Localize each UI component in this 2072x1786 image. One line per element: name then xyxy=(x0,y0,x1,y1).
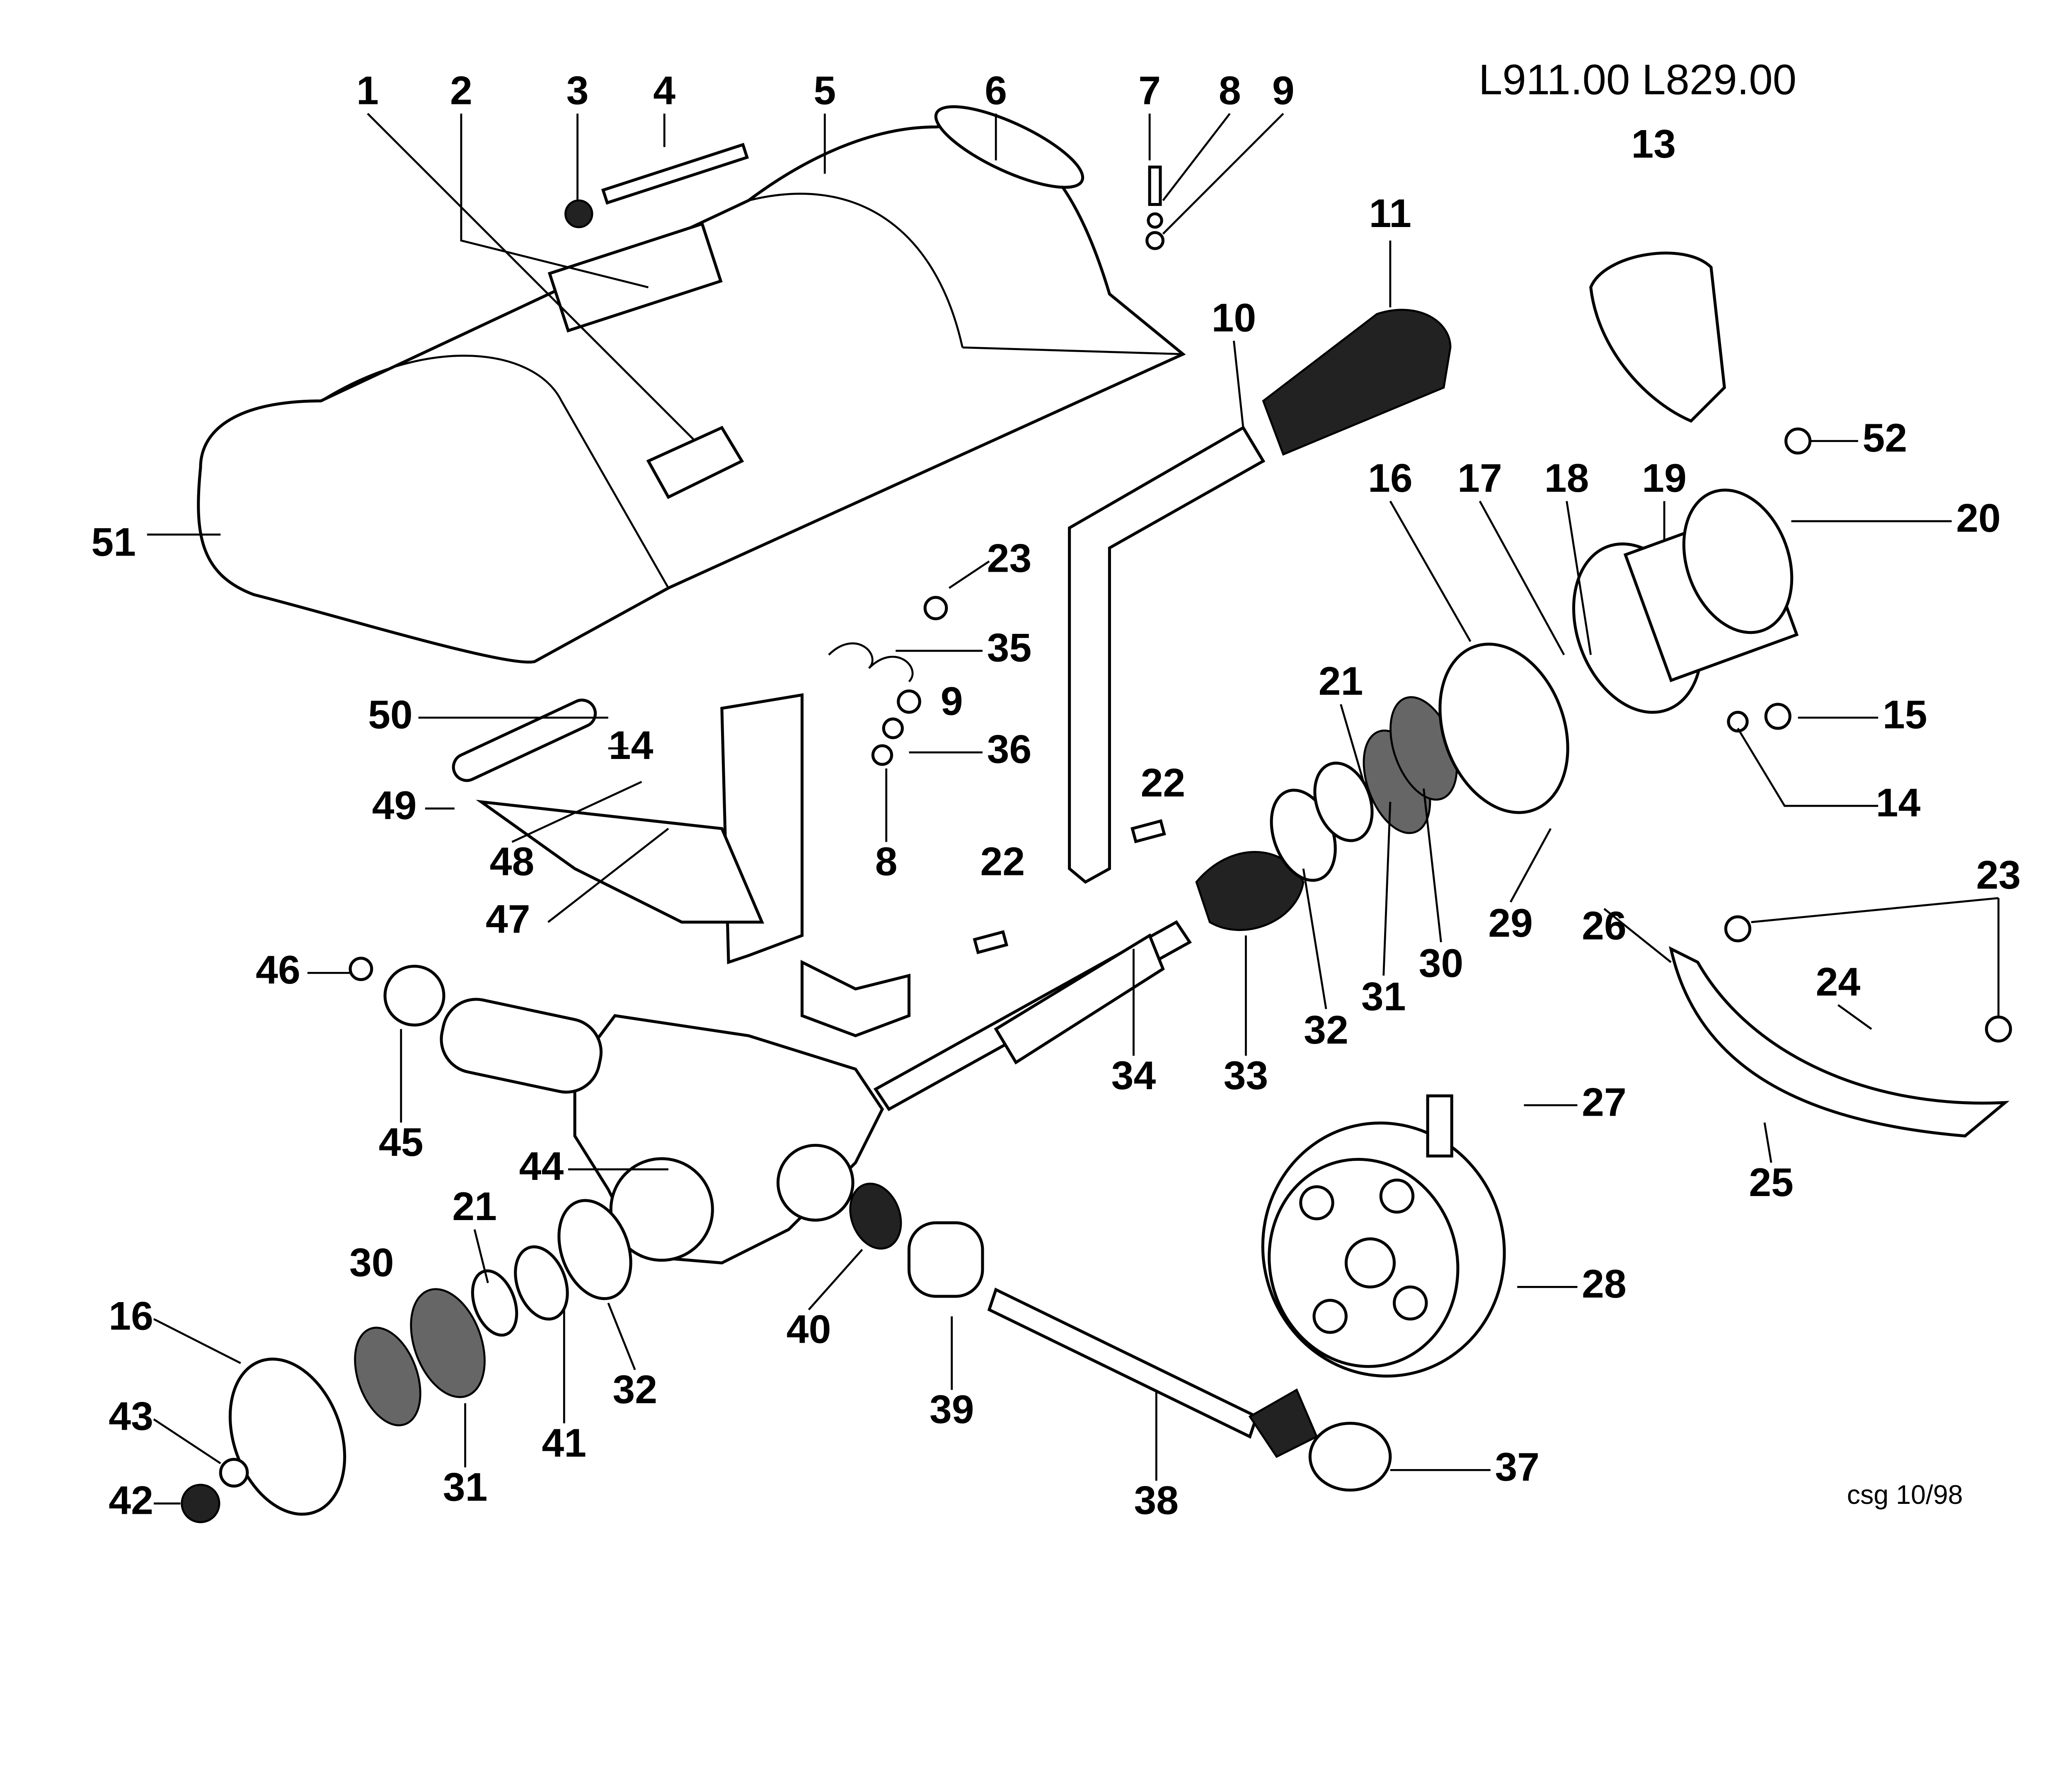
callout-31: 31 xyxy=(1361,974,1406,1019)
callout-30: 30 xyxy=(1419,940,1464,986)
callout-22: 22 xyxy=(980,839,1025,884)
callout-27: 27 xyxy=(1582,1079,1627,1124)
gearbox-housing xyxy=(349,957,884,1264)
callout-14: 14 xyxy=(1876,780,1921,825)
callout-24: 24 xyxy=(1816,959,1861,1004)
fasteners xyxy=(564,143,2012,1043)
input-shaft xyxy=(873,851,1305,1112)
drag-bar-bracket xyxy=(452,642,914,1037)
callout-50: 50 xyxy=(368,692,413,737)
callout-2: 2 xyxy=(450,68,472,113)
callout-6: 6 xyxy=(985,68,1007,113)
leader-lines xyxy=(147,113,1999,1505)
callout-21: 21 xyxy=(452,1184,497,1229)
callout-15: 15 xyxy=(1883,692,1927,737)
callout-35: 35 xyxy=(987,625,1032,670)
callout-30: 30 xyxy=(349,1240,394,1285)
callout-7: 7 xyxy=(1138,68,1161,113)
callout-9: 9 xyxy=(1272,68,1295,113)
callout-40: 40 xyxy=(787,1307,831,1352)
callout-37: 37 xyxy=(1495,1444,1539,1489)
callout-23: 23 xyxy=(1976,852,2021,897)
depth-lever xyxy=(1068,309,1452,884)
callout-39: 39 xyxy=(929,1387,974,1432)
callout-19: 19 xyxy=(1642,455,1687,500)
callout-10: 10 xyxy=(1212,295,1256,340)
callout-43: 43 xyxy=(109,1393,153,1438)
callout-17: 17 xyxy=(1457,455,1502,500)
callout-5: 5 xyxy=(813,68,836,113)
callout-8: 8 xyxy=(1219,68,1241,113)
tine-cover xyxy=(197,105,1186,664)
callout-45: 45 xyxy=(379,1119,424,1165)
left-bearing-stack xyxy=(181,1199,632,1523)
callout-32: 32 xyxy=(1304,1007,1348,1052)
callout-8: 8 xyxy=(875,839,898,884)
callout-38: 38 xyxy=(1134,1478,1179,1523)
callout-14: 14 xyxy=(609,723,654,768)
callout-16: 16 xyxy=(109,1293,153,1338)
callout-31: 31 xyxy=(443,1464,488,1509)
drawing-reference: csg 10/98 xyxy=(1847,1480,1963,1510)
callout-44: 44 xyxy=(519,1143,564,1189)
callout-3: 3 xyxy=(566,68,589,113)
callout-48: 48 xyxy=(490,839,535,884)
callout-13: 13 xyxy=(1631,121,1676,166)
callout-11: 11 xyxy=(1369,191,1411,236)
output-shaft xyxy=(849,1182,1392,1492)
callout-32: 32 xyxy=(612,1367,657,1412)
callout-47: 47 xyxy=(486,896,530,941)
depth-wheel xyxy=(1261,1094,1506,1378)
callout-29: 29 xyxy=(1488,900,1533,945)
callout-36: 36 xyxy=(987,727,1032,772)
callout-23: 23 xyxy=(987,535,1032,580)
callout-22: 22 xyxy=(1141,760,1186,805)
callout-42: 42 xyxy=(109,1478,153,1523)
callout-4: 4 xyxy=(653,68,675,113)
callout-20: 20 xyxy=(1956,495,2001,541)
callout-51: 51 xyxy=(91,520,136,565)
callout-1: 1 xyxy=(356,68,379,113)
callout-33: 33 xyxy=(1224,1053,1268,1098)
right-bearing-stack xyxy=(1270,488,1799,882)
callout-25: 25 xyxy=(1749,1160,1794,1205)
callout-21: 21 xyxy=(1319,658,1363,703)
callout-9: 9 xyxy=(941,679,963,724)
callout-52: 52 xyxy=(1863,415,1907,460)
callout-26: 26 xyxy=(1582,903,1627,948)
callout-16: 16 xyxy=(1368,455,1413,500)
callout-49: 49 xyxy=(372,783,417,828)
callout-41: 41 xyxy=(542,1420,586,1465)
model-codes: L911.00 L829.00 xyxy=(1479,56,1796,103)
side-shields xyxy=(1589,251,2010,1138)
callout-28: 28 xyxy=(1582,1261,1627,1306)
callout-46: 46 xyxy=(256,947,300,992)
callout-18: 18 xyxy=(1544,455,1589,500)
callout-34: 34 xyxy=(1111,1053,1156,1098)
